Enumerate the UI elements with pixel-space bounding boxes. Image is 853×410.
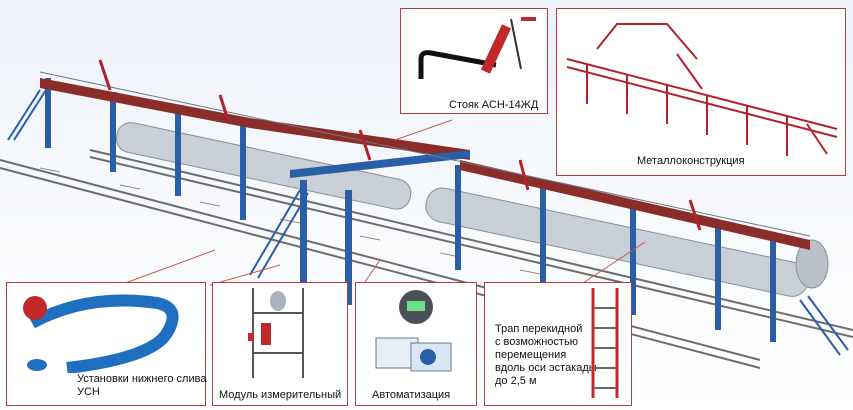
platform-deck (39, 71, 811, 250)
support-columns (45, 78, 776, 342)
steel-callout: Металлоконструкция (556, 8, 846, 176)
riser-arm-icon (418, 17, 536, 79)
ladder-caption-line2: с возможностью (495, 336, 578, 348)
stairs (7, 89, 849, 356)
ladder-callout: Трап перекидной с возможностью перемещен… (484, 282, 632, 406)
loading-arms (98, 59, 702, 231)
automation-callout: Автоматизация (355, 282, 477, 406)
meter-callout: Модуль измерительный (212, 282, 348, 406)
controller-icon (375, 290, 452, 372)
ladder-caption-line3: перемещения (495, 349, 567, 361)
drain-unit-icon (23, 294, 179, 373)
steel-caption: Металлоконструкция (637, 155, 745, 167)
meter-caption: Модуль измерительный (219, 389, 342, 401)
ladder-caption-line1: Трап перекидной (495, 323, 583, 335)
ladder-caption-line4: вдоль оси эстакады (495, 362, 597, 374)
automation-caption: Автоматизация (372, 389, 451, 401)
drain-caption-line2: УСН (77, 386, 100, 398)
ladder-icon (591, 288, 619, 398)
tank-cars (115, 122, 829, 297)
ladder-caption-line5: до 2,5 м (495, 375, 537, 387)
drain-callout: Установки нижнего слива УСН (6, 282, 206, 406)
meter-module-icon (248, 288, 304, 378)
riser-caption: Стояк АСН-14ЖД (449, 99, 539, 111)
steel-frame-icon (566, 23, 838, 156)
riser-callout: Стояк АСН-14ЖД (400, 8, 548, 114)
drain-caption-line1: Установки нижнего слива (77, 373, 207, 385)
